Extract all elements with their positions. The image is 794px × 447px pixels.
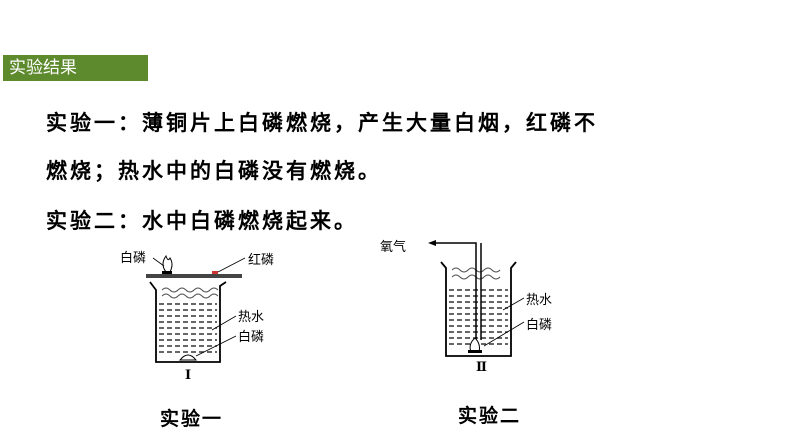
label-hot-water-1: 热水 (238, 310, 265, 325)
label-oxygen: 氧气 (380, 240, 407, 255)
oxygen-tube (432, 242, 477, 340)
caption-experiment-1: 实验一 (160, 408, 224, 430)
steam-1 (161, 287, 219, 299)
label-red-phosphorus: 红磷 (248, 253, 275, 268)
label-white-phosphorus-2: 白磷 (526, 318, 553, 333)
section-tag: 实验结果 (3, 55, 148, 81)
result-line-3: 实验二：水中白磷燃烧起来。 (46, 208, 358, 233)
result-line-1: 实验一：薄铜片上白磷燃烧，产生大量白烟，红磷不 (46, 110, 598, 135)
roman-numeral-1: Ⅰ (185, 368, 192, 383)
hot-water-2 (449, 289, 508, 345)
white-phosphorus-flame-2 (469, 337, 480, 353)
label-white-phosphorus-1: 白磷 (120, 251, 147, 266)
hot-water-1 (159, 303, 217, 353)
red-phosphorus (212, 271, 218, 274)
white-phosphorus-flame (162, 254, 173, 273)
label-hot-water-2: 热水 (526, 293, 553, 308)
beaker-2-outline (440, 261, 517, 357)
caption-experiment-2: 实验二 (458, 405, 522, 427)
white-phosphorus-underwater (178, 354, 198, 361)
beaker-1-outline (149, 281, 227, 363)
roman-numeral-2: Ⅱ (476, 360, 487, 375)
copper-plate (146, 274, 242, 278)
label-white-phosphorus-water-1: 白磷 (238, 330, 265, 345)
result-line-2: 燃烧；热水中的白磷没有燃烧。 (46, 158, 382, 183)
